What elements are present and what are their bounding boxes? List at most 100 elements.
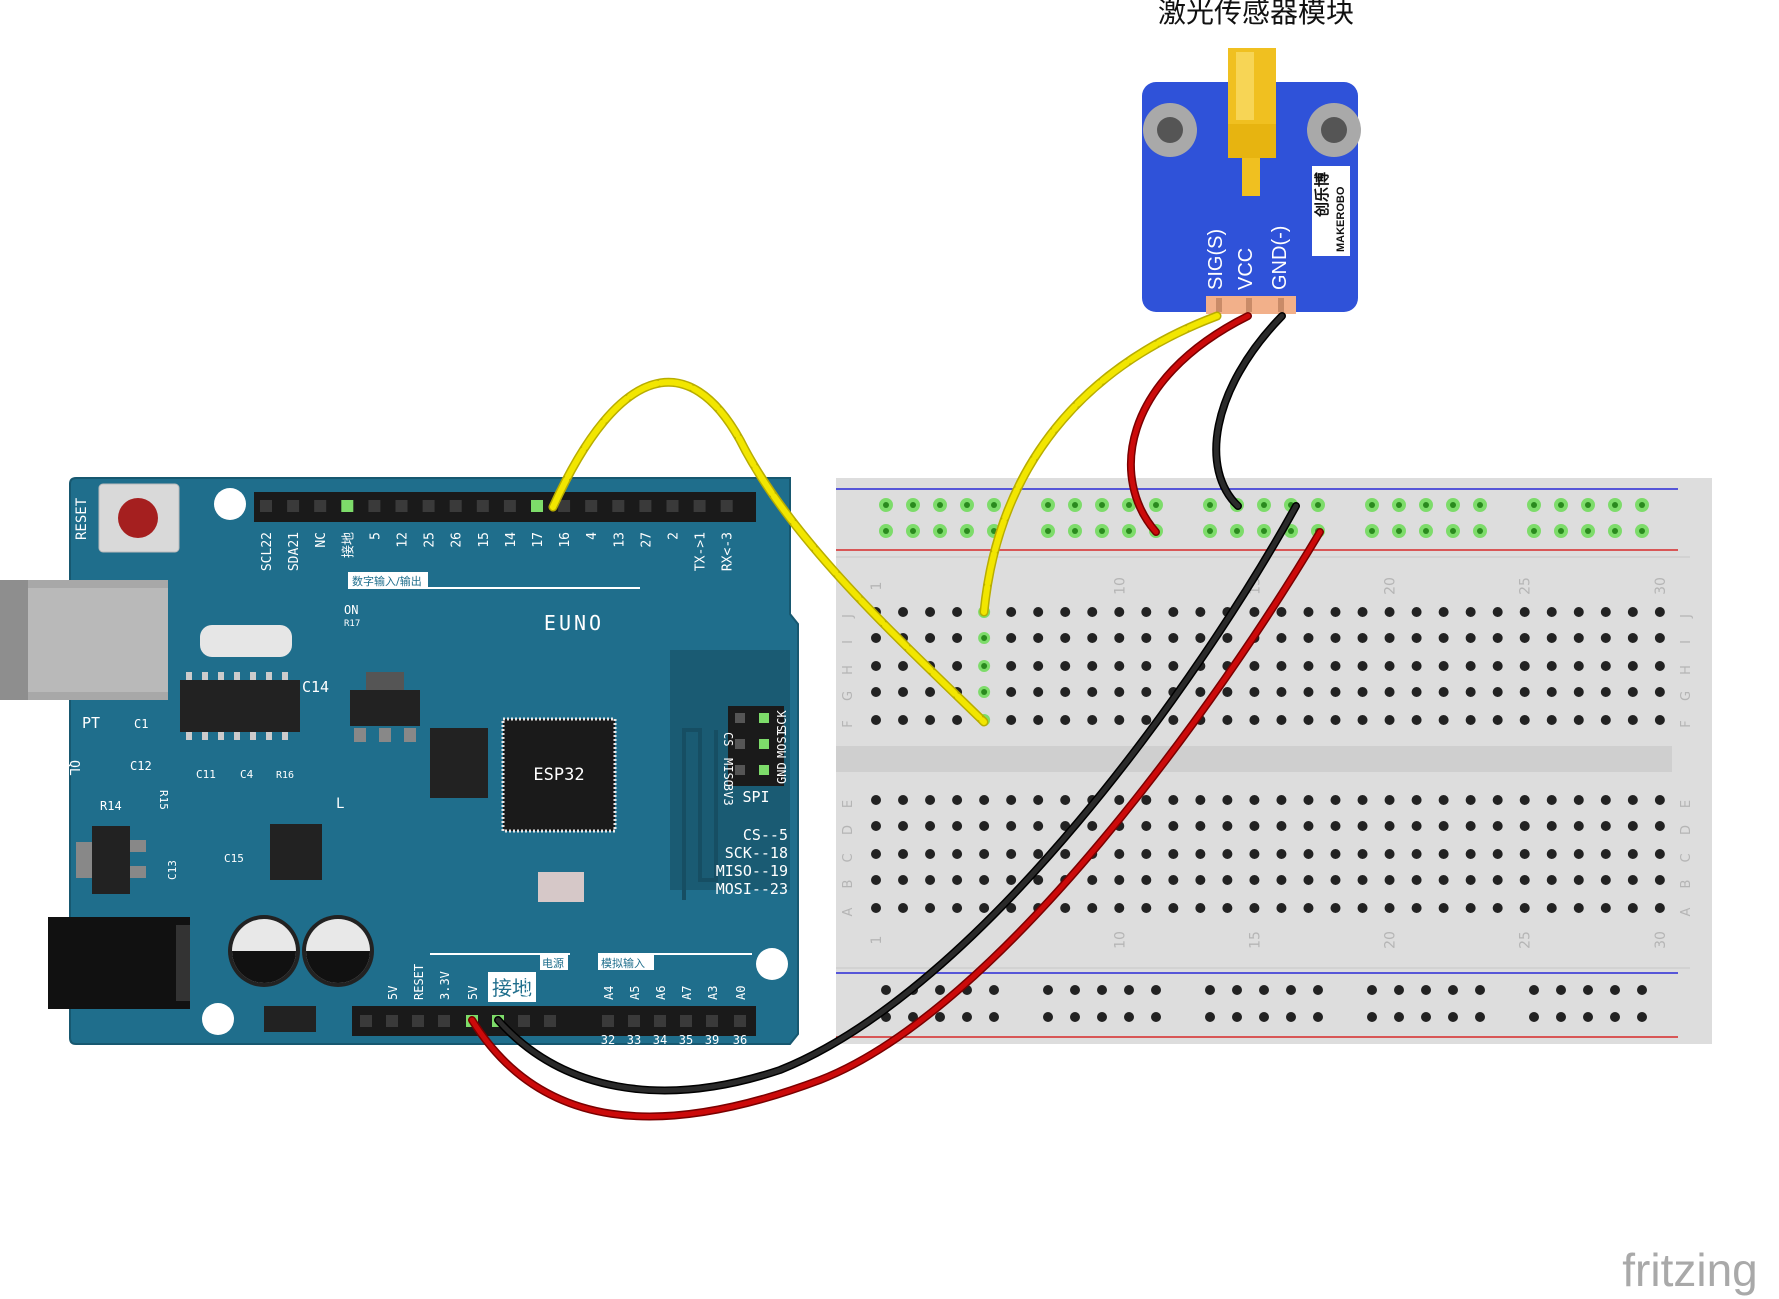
breadboard-hole bbox=[1654, 875, 1665, 885]
wire-ground-module bbox=[1212, 312, 1286, 510]
breadboard-hole bbox=[1465, 687, 1476, 697]
header-pin-label: 2 bbox=[667, 532, 682, 540]
breadboard-hole bbox=[1519, 849, 1530, 859]
breadboard-hole bbox=[1492, 875, 1503, 885]
breadboard-hole bbox=[1168, 633, 1179, 643]
analog-pin-number: 32 bbox=[601, 1033, 615, 1047]
breadboard-hole bbox=[925, 903, 936, 913]
breadboard-hole bbox=[1654, 795, 1665, 805]
breadboard-hole bbox=[1114, 633, 1125, 643]
analog-pin-label: A6 bbox=[654, 986, 668, 1000]
breadboard-hole bbox=[1465, 903, 1476, 913]
breadboard-hole bbox=[1033, 661, 1044, 671]
breadboard-hole bbox=[1249, 875, 1260, 885]
breadboard-hole bbox=[898, 795, 909, 805]
breadboard-hole bbox=[1141, 633, 1152, 643]
header-pin-label: 25 bbox=[423, 532, 438, 548]
breadboard-hole bbox=[1438, 875, 1449, 885]
breadboard-hole bbox=[1249, 715, 1260, 725]
breadboard-hole bbox=[1303, 607, 1314, 617]
breadboard-hole bbox=[871, 903, 881, 913]
component-label: QL bbox=[66, 760, 81, 776]
breadboard-hole bbox=[925, 607, 936, 617]
breadboard-hole bbox=[1600, 849, 1611, 859]
breadboard-column-label: 1 bbox=[869, 582, 885, 591]
breadboard-hole bbox=[1276, 687, 1287, 697]
breadboard-hole bbox=[1006, 607, 1017, 617]
breadboard-hole bbox=[898, 607, 909, 617]
breadboard-hole bbox=[1438, 715, 1449, 725]
header-pin-label: 12 bbox=[396, 532, 411, 548]
spi-pin-label: MOSI bbox=[775, 729, 789, 758]
breadboard-hole bbox=[1411, 903, 1422, 913]
power-label: 电源 bbox=[542, 956, 564, 970]
component-label: R14 bbox=[100, 799, 122, 813]
analog-pin-number: 36 bbox=[733, 1033, 747, 1047]
breadboard-hole bbox=[1492, 849, 1503, 859]
breadboard-hole bbox=[1465, 795, 1476, 805]
breadboard-hole bbox=[1222, 715, 1233, 725]
analog-pin-number: 39 bbox=[705, 1033, 719, 1047]
header-pin-label: 5V bbox=[386, 986, 400, 1000]
breadboard-hole bbox=[1411, 633, 1422, 643]
breadboard-hole bbox=[1330, 715, 1341, 725]
breadboard-hole bbox=[1357, 875, 1368, 885]
breadboard-hole bbox=[1600, 821, 1611, 831]
breadboard-hole bbox=[1546, 661, 1557, 671]
breadboard-hole bbox=[1438, 903, 1449, 913]
breadboard-center-channel bbox=[836, 746, 1672, 772]
usb-chip bbox=[180, 680, 300, 732]
board-name: EUNO bbox=[544, 611, 604, 635]
component-label: C12 bbox=[130, 759, 152, 773]
breadboard-hole bbox=[1033, 875, 1044, 885]
header-pin bbox=[531, 500, 543, 512]
breadboard-hole bbox=[1276, 849, 1287, 859]
breadboard-hole bbox=[1654, 715, 1665, 725]
breadboard-hole bbox=[1114, 607, 1125, 617]
analog-pin-number: 33 bbox=[627, 1033, 641, 1047]
header-pin bbox=[612, 500, 625, 512]
breadboard-hole bbox=[979, 903, 990, 913]
breadboard-hole bbox=[979, 821, 990, 831]
breadboard-hole bbox=[1303, 715, 1314, 725]
breadboard-hole bbox=[1492, 687, 1503, 697]
header-pin-label: TX->1 bbox=[694, 532, 709, 571]
breadboard-hole bbox=[952, 849, 963, 859]
breadboard-hole bbox=[1330, 903, 1341, 913]
breadboard-hole bbox=[1141, 687, 1152, 697]
breadboard-hole bbox=[1141, 661, 1152, 671]
breadboard-hole bbox=[1438, 795, 1449, 805]
breadboard-hole bbox=[1222, 875, 1233, 885]
breadboard-hole bbox=[1276, 633, 1287, 643]
reset-label: RESET bbox=[74, 497, 90, 540]
breadboard-hole bbox=[1330, 875, 1341, 885]
breadboard-hole bbox=[1033, 821, 1044, 831]
breadboard-hole bbox=[1357, 661, 1368, 671]
breadboard-hole bbox=[1195, 607, 1206, 617]
header-pin bbox=[558, 500, 571, 512]
breadboard-hole bbox=[952, 715, 963, 725]
breadboard-hole bbox=[1330, 821, 1341, 831]
brand-en: MAKEROBO bbox=[1335, 186, 1347, 252]
breadboard-hole bbox=[871, 821, 881, 831]
breadboard-hole bbox=[1222, 795, 1233, 805]
header-pin-label: 3.3V bbox=[438, 971, 452, 1000]
breadboard-hole bbox=[1330, 607, 1341, 617]
breadboard-hole bbox=[871, 795, 881, 805]
breadboard-hole bbox=[1627, 821, 1638, 831]
header-pin bbox=[680, 1015, 692, 1027]
breadboard-hole bbox=[1546, 849, 1557, 859]
breadboard-hole bbox=[925, 633, 936, 643]
breadboard-hole bbox=[1060, 607, 1071, 617]
breadboard-column-label: 30 bbox=[1653, 931, 1669, 949]
header-pin bbox=[518, 1015, 530, 1027]
breadboard-hole bbox=[1600, 903, 1611, 913]
breadboard-hole bbox=[1546, 633, 1557, 643]
brand-cn: 创乐博 bbox=[1313, 172, 1331, 218]
breadboard-column-label: 10 bbox=[1112, 931, 1128, 949]
breadboard-row-label: E bbox=[841, 800, 856, 808]
header-pin-label: 13 bbox=[612, 532, 627, 548]
analog-pin-label: A7 bbox=[680, 986, 694, 1000]
breadboard-hole bbox=[871, 875, 881, 885]
